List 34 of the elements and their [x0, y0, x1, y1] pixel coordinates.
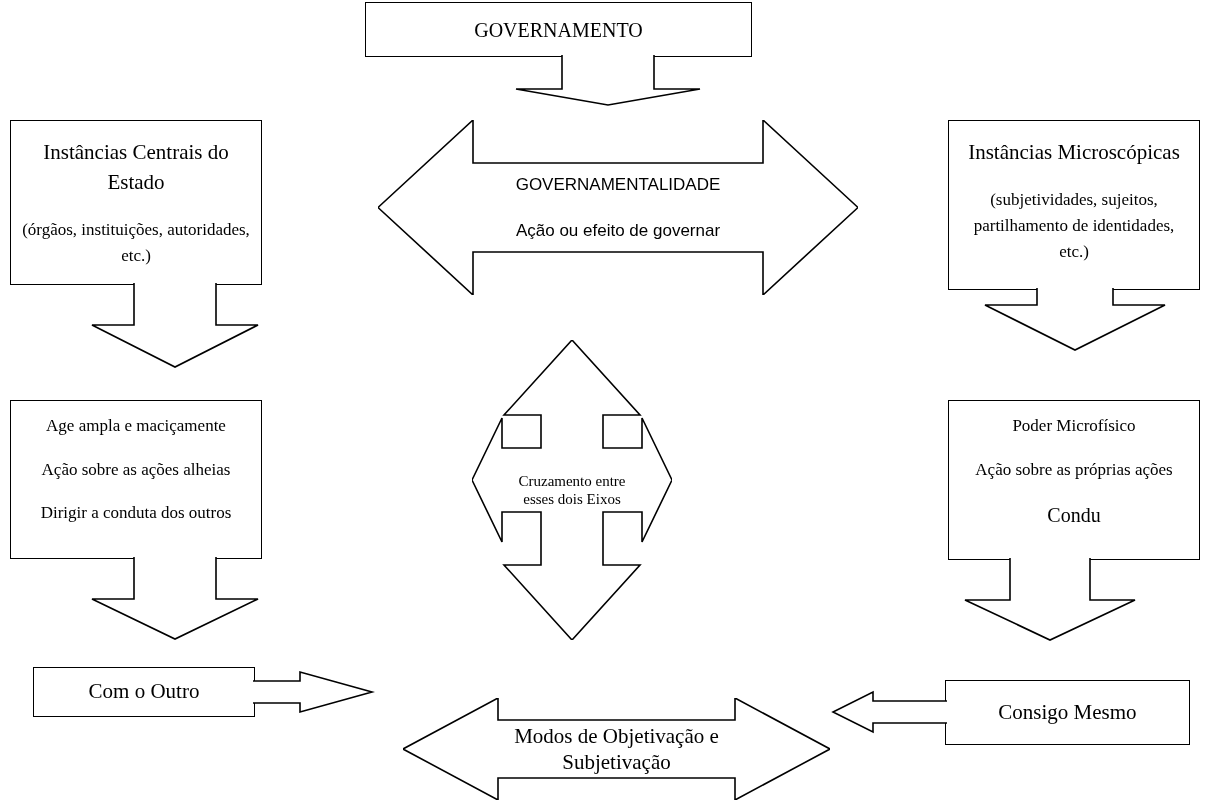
node-text: Age ampla e maciçamente	[46, 415, 226, 437]
node-text: Instâncias Centrais do Estado	[42, 139, 230, 196]
node-text: GOVERNAMENTO	[474, 18, 643, 43]
node-text: Consigo Mesmo	[998, 698, 1137, 726]
block-arrow	[831, 690, 948, 734]
process-box	[33, 667, 255, 717]
double-arrow-shape	[378, 120, 858, 295]
node-text: Ação ou efeito de governar	[515, 219, 721, 242]
block-arrow	[984, 287, 1166, 351]
node-text: Condu	[1047, 503, 1101, 528]
node-text: GOVERNAMENTALIDADE	[515, 174, 721, 196]
node-text: Modos de Objetivação e Subjetivação	[513, 723, 720, 775]
node-text: Poder Microfísico	[1012, 415, 1136, 437]
node-text: (órgãos, instituições, autoridades, etc.)	[21, 219, 251, 267]
node-text: Instâncias Microscópicas	[968, 139, 1180, 166]
double-arrow-shape	[403, 698, 830, 800]
process-box	[945, 680, 1190, 745]
node-text: Ação sobre as ações alheias	[41, 458, 231, 481]
block-arrow	[91, 556, 259, 640]
node-text: Cruzamento entre esses dois Eixos	[517, 472, 627, 508]
block-arrow	[515, 54, 701, 106]
block-arrow	[964, 557, 1136, 641]
node-text: Ação sobre as próprias ações	[975, 458, 1173, 481]
block-arrow	[252, 670, 375, 714]
process-box	[948, 120, 1200, 290]
process-box	[10, 120, 262, 285]
block-arrow	[91, 282, 259, 368]
process-box	[948, 400, 1200, 560]
four-way-arrow-shape	[472, 340, 672, 640]
node-text: Dirigir a conduta dos outros	[40, 502, 232, 524]
title-box	[365, 2, 752, 57]
node-text: Com o Outro	[88, 678, 200, 706]
node-text: (subjetividades, sujeitos, partilhamento de identidades, etc.)	[972, 189, 1176, 263]
process-box	[10, 400, 262, 559]
